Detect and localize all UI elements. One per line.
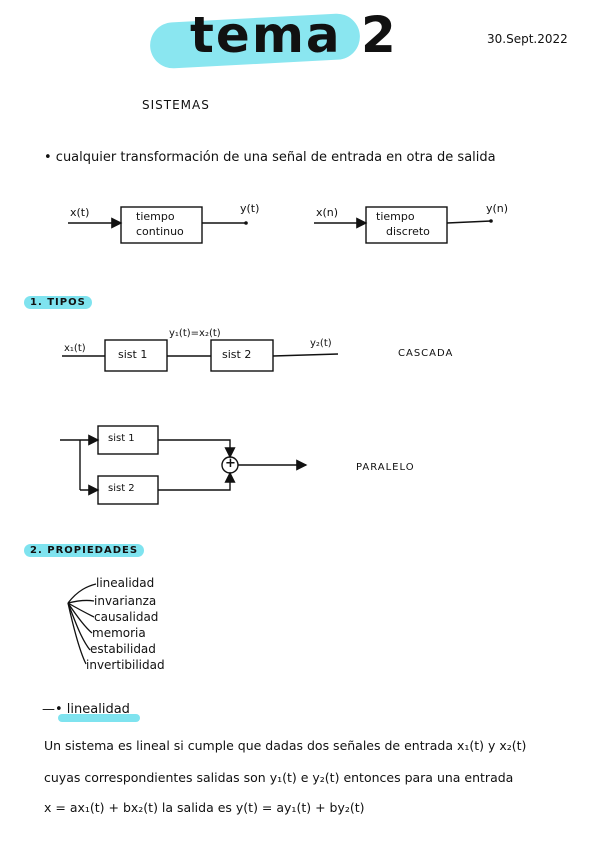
cascade-box1-label: sist 1 bbox=[118, 348, 148, 361]
tipos-heading: 1. TIPOS bbox=[24, 296, 92, 309]
box-discrete-line1: tiempo bbox=[376, 210, 415, 223]
linealidad-heading: —• linealidad bbox=[42, 702, 130, 717]
cascade-output-label: y₂(t) bbox=[310, 338, 332, 349]
prop-item-invarianza: invarianza bbox=[94, 594, 157, 608]
cascade-box2-label: sist 2 bbox=[222, 348, 252, 361]
linealidad-line-1: Un sistema es lineal si cumple que dadas… bbox=[44, 738, 527, 753]
linealidad-highlight bbox=[58, 714, 140, 722]
box-continuous-line1: tiempo bbox=[136, 210, 175, 223]
cascade-mid-label: y₁(t)=x₂(t) bbox=[169, 328, 221, 339]
cascade-name: CASCADA bbox=[398, 348, 454, 359]
output-label-yt: y(t) bbox=[240, 202, 260, 215]
input-label-xt: x(t) bbox=[70, 206, 90, 219]
prop-item-causalidad: causalidad bbox=[94, 610, 159, 624]
cascade-input-label: x₁(t) bbox=[64, 343, 86, 354]
parallel-box2-label: sist 2 bbox=[108, 483, 135, 494]
page-title: tema 2 bbox=[190, 6, 398, 64]
sum-symbol: + bbox=[225, 456, 236, 471]
prop-item-linealidad: linealidad bbox=[96, 576, 155, 590]
linealidad-line-2: cuyas correspondientes salidas son y₁(t)… bbox=[44, 770, 514, 785]
box-discrete-line2: discreto bbox=[386, 225, 430, 238]
prop-item-memoria: memoria bbox=[92, 626, 146, 640]
propiedades-heading: 2. PROPIEDADES bbox=[24, 544, 145, 557]
date: 30.Sept.2022 bbox=[487, 32, 568, 46]
linealidad-line-3: x = ax₁(t) + bx₂(t) la salida es y(t) = … bbox=[44, 800, 365, 815]
definition-text: • cualquier transformación de una señal … bbox=[44, 150, 496, 165]
prop-item-invertibilidad: invertibilidad bbox=[86, 658, 165, 672]
output-label-yn: y(n) bbox=[486, 202, 509, 215]
section-title: SISTEMAS bbox=[142, 98, 210, 112]
box-continuous-line2: continuo bbox=[136, 225, 184, 238]
prop-item-estabilidad: estabilidad bbox=[90, 642, 156, 656]
parallel-name: PARALELO bbox=[356, 462, 415, 473]
parallel-box1-label: sist 1 bbox=[108, 433, 135, 444]
input-label-xn: x(n) bbox=[316, 206, 339, 219]
